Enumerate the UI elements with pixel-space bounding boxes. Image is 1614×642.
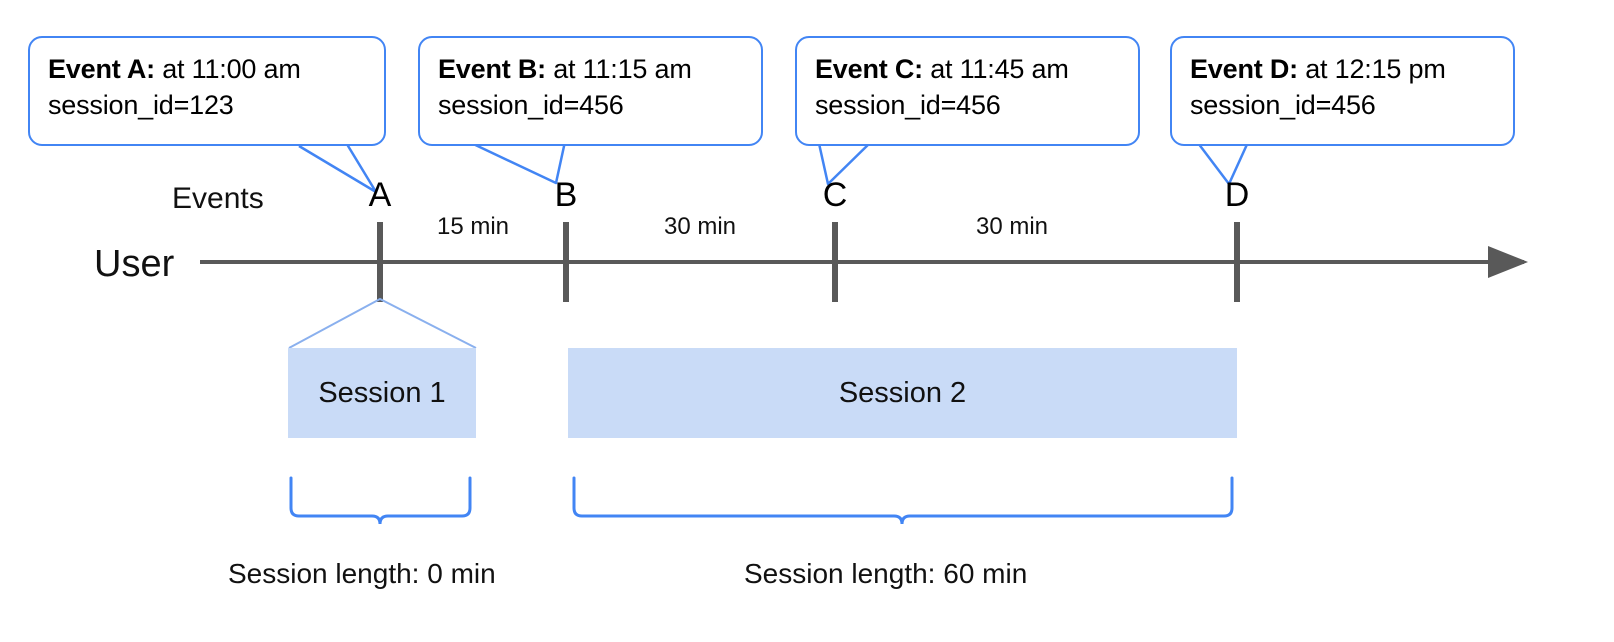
gap-label-b-c: 30 min [663,213,737,240]
callout-c-title: Event C: [815,54,923,84]
session-box-1[interactable]: Session 1 [288,348,476,438]
callout-c-line1: Event C: at 11:45 am [815,52,1120,88]
callout-a-time: at 11:00 am [154,54,301,84]
event-letter-b: B [554,176,578,214]
callout-d-time: at 12:15 pm [1297,54,1446,84]
callout-c-line2: session_id=456 [815,89,1001,120]
session-2-length-label: Session length: 60 min [744,558,1028,589]
callout-a-line1: Event A: at 11:00 am [48,52,366,88]
callout-event-a[interactable]: Event A: at 11:00 am session_id=123 [28,36,386,146]
session-box-2[interactable]: Session 2 [568,348,1237,438]
events-row-label: Events [172,182,264,215]
session2-brace [572,476,1234,525]
callout-d-line1: Event D: at 12:15 pm [1190,52,1495,88]
callout-event-c[interactable]: Event C: at 11:45 am session_id=456 [795,36,1140,146]
callout-d-line2: session_id=456 [1190,89,1376,120]
callout-event-b[interactable]: Event B: at 11:15 am session_id=456 [418,36,763,146]
callout-event-d[interactable]: Event D: at 12:15 pm session_id=456 [1170,36,1515,146]
callout-b-time: at 11:15 am [545,54,692,84]
callout-d-title: Event D: [1190,54,1298,84]
session1-funnel [288,297,477,349]
session1-brace [289,476,472,525]
session-1-label: Session 1 [318,376,446,409]
session-2-label: Session 2 [838,376,967,409]
callout-a-title: Event A: [48,54,155,84]
gap-label-a-b: 15 min [436,213,510,240]
callout-b-line1: Event B: at 11:15 am [438,52,743,88]
callout-c-time: at 11:45 am [922,54,1069,84]
event-letter-c: C [822,176,848,214]
callout-b-line2: session_id=456 [438,89,624,120]
user-axis-label: User [94,243,175,285]
callout-a-line2: session_id=123 [48,89,234,120]
session-1-length-label: Session length: 0 min [228,558,496,589]
event-letter-a: A [368,176,392,214]
gap-label-c-d: 30 min [975,213,1049,240]
callout-b-title: Event B: [438,54,546,84]
event-letter-d: D [1224,176,1250,214]
